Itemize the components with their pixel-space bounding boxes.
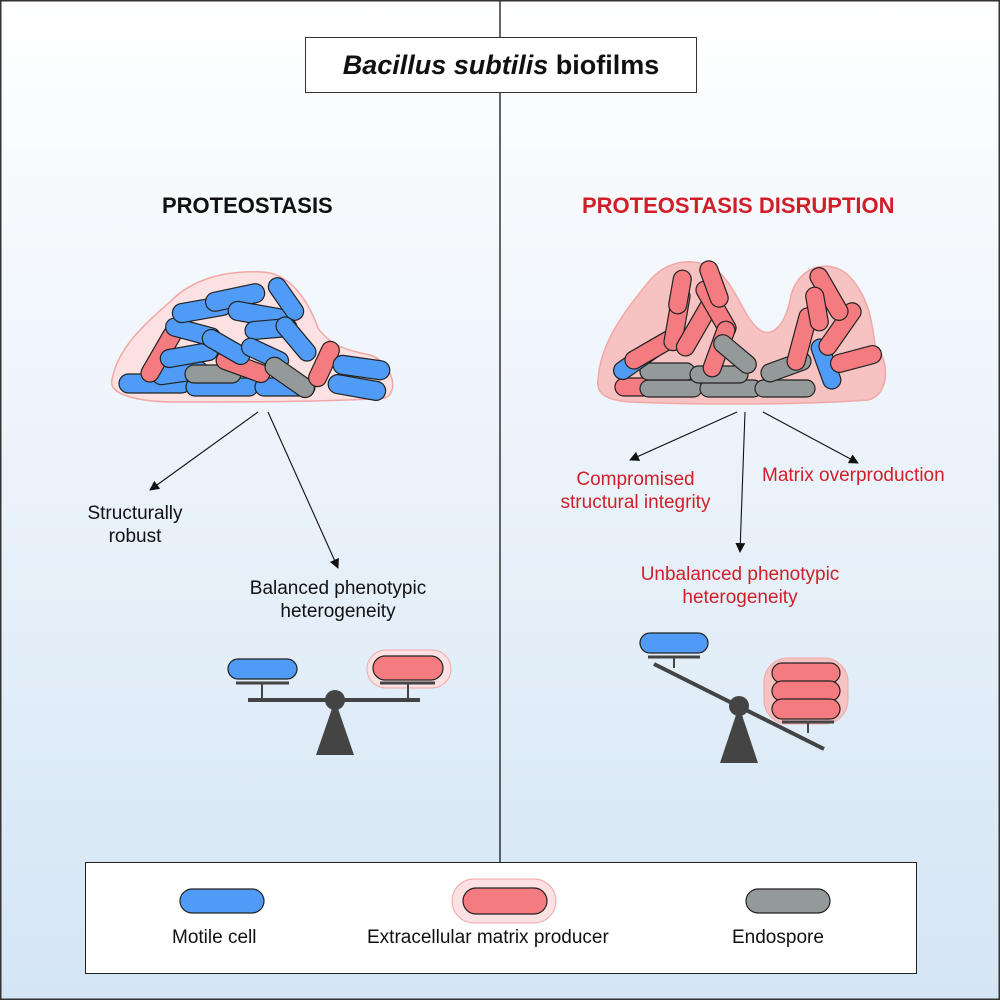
legend-label-matrix: Extracellular matrix producer (367, 927, 609, 948)
balance-scale-icon (227, 649, 452, 755)
label-structurally-robust: Structurally robust (87, 503, 183, 547)
biofilm-proteostasis (111, 271, 394, 403)
arrow-icon (762, 411, 859, 464)
arrow-icon (629, 411, 738, 461)
label-matrix-overproduction: Matrix overproduction (762, 465, 945, 486)
matrix-producer-cell (668, 269, 692, 315)
matrix-producer-cell (829, 345, 883, 373)
title-rest: biofilms (555, 49, 660, 80)
heading-disruption: PROTEOSTASIS DISRUPTION (582, 193, 895, 218)
arrow-icon (149, 411, 259, 491)
arrow-icon (735, 411, 746, 553)
motile-cell (332, 354, 391, 381)
motile-cell-icon (639, 632, 709, 654)
label-unbalanced-heterogeneity: Unbalanced phenotypic heterogeneity (640, 564, 840, 608)
biofilm-disruption (597, 260, 887, 405)
matrix-producer-icon (771, 698, 841, 720)
matrix-producer-cell (308, 340, 340, 388)
matrix-producer-icon (771, 680, 841, 702)
matrix-producer-cell (805, 286, 829, 332)
heading-proteostasis: PROTEOSTASIS (162, 193, 333, 218)
arrow-icon (267, 411, 339, 569)
matrix-producer-icon (771, 662, 841, 684)
arrows (149, 411, 859, 569)
endospore (754, 379, 816, 398)
motile-cell-icon (227, 658, 298, 680)
motile-cell (201, 328, 251, 366)
matrix-producer-icon (372, 655, 444, 681)
legend-label-motile: Motile cell (172, 927, 257, 948)
label-balanced-heterogeneity: Balanced phenotypic heterogeneity (249, 578, 427, 622)
title-species: Bacillus subtilis (342, 49, 549, 80)
motile-cell (275, 316, 317, 362)
endospore (264, 356, 315, 399)
motile-cell (267, 277, 305, 321)
endospore (639, 379, 703, 398)
endospore (639, 362, 696, 381)
endospore (713, 334, 757, 374)
title-box: Bacillus subtilis biofilms (305, 37, 697, 93)
balance-scale-icon (639, 632, 849, 763)
matrix-producer-cell (818, 302, 862, 356)
matrix-producer-cell (699, 260, 729, 308)
legend-box (85, 862, 917, 974)
legend-label-endospore: Endospore (732, 927, 824, 948)
motile-cell (327, 374, 387, 401)
label-compromised-integrity: Compromised structural integrity (560, 469, 711, 513)
